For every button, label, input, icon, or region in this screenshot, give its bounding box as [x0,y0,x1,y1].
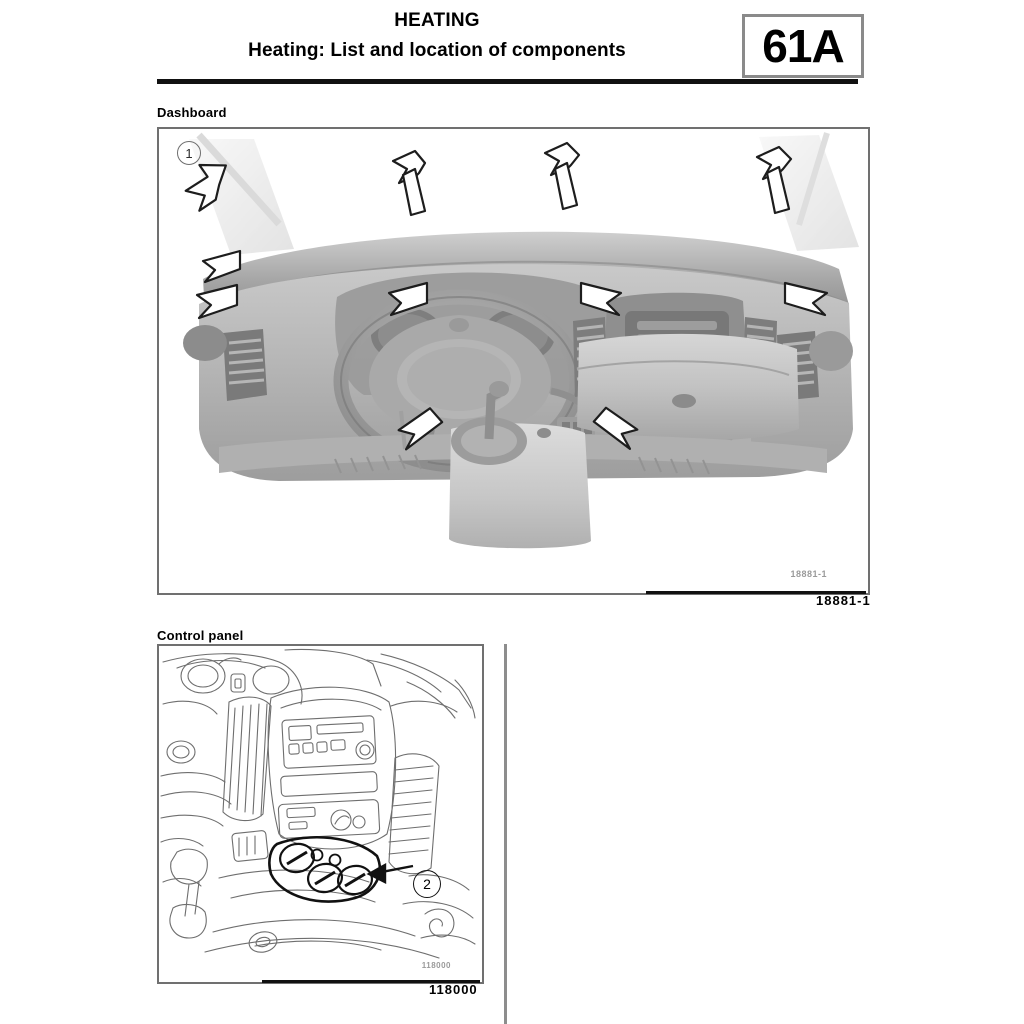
vent-driver-side [223,329,267,401]
glovebox-handle [672,394,696,408]
figure-frame-control-panel: 118000 2 [157,644,484,984]
gear-knob [489,381,509,397]
callout-marker-2-label: 2 [423,876,431,892]
section-label-control-panel: Control panel [157,628,244,643]
page-header: HEATING Heating: List and location of co… [0,0,1024,90]
figure-number-dashboard: 18881-1 [816,593,871,608]
callout-marker-1: 1 [177,141,201,165]
section-label-dashboard: Dashboard [157,105,227,120]
glovebox [576,333,799,441]
figure-frame-dashboard: 18881-1 1 [157,127,870,595]
figure-watermark-control-panel: 118000 [422,961,451,970]
figure-underline-dashboard [646,591,866,594]
figure-watermark-dashboard: 18881-1 [790,569,827,579]
title-block: HEATING Heating: List and location of co… [157,8,717,66]
hvac-control-panel [268,835,382,903]
page-title: HEATING [394,10,480,31]
dashboard-illustration: 18881-1 [159,129,864,589]
figure-number-control-panel: 118000 [429,982,478,997]
airflow-arrows [184,141,829,451]
callout-2-leader [366,862,414,884]
hvac-knobs [278,842,374,896]
centre-console [449,381,591,549]
control-panel-illustration: 118000 [159,646,478,978]
side-mirror-control [183,325,227,361]
figure-underline-control-panel [262,980,480,983]
page-vertical-rule [504,644,507,1024]
dashboard-top-crown [203,231,849,315]
section-code-box: 61A [742,14,864,78]
passenger-grab-area [809,331,853,371]
callout-marker-2: 2 [413,870,441,898]
header-divider [157,79,858,84]
defrost-grille [334,454,710,475]
callout-marker-1-label: 1 [185,145,193,161]
page-subtitle: Heating: List and location of components [248,40,626,61]
section-code-text: 61A [762,20,844,72]
